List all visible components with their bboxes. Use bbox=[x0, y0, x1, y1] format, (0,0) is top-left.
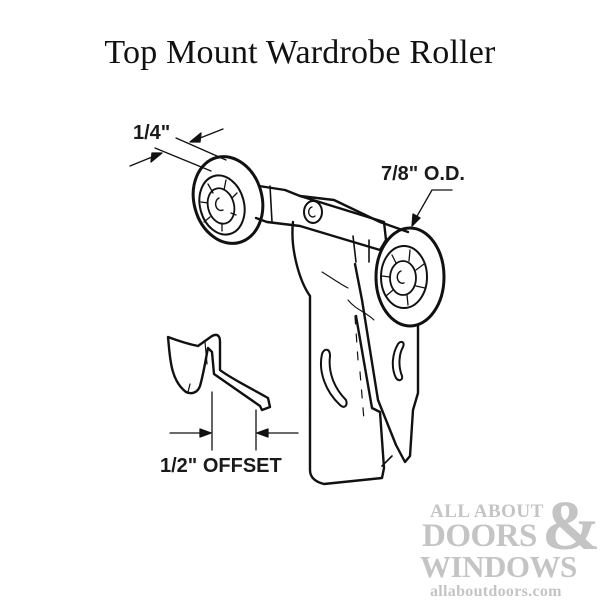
offset-callout: 1/2" OFFSET bbox=[160, 455, 282, 477]
width-dimension bbox=[129, 128, 227, 172]
watermark-url: allaboutdoors.com bbox=[430, 583, 562, 600]
right-wheel bbox=[374, 226, 446, 328]
left-wheel bbox=[191, 155, 265, 245]
outer-diameter-callout: 7/8" O.D. bbox=[381, 163, 465, 185]
width-callout: 1/4" bbox=[133, 122, 171, 144]
offset-bracket bbox=[166, 333, 272, 412]
bracket-arm bbox=[254, 184, 410, 263]
watermark-line1: ALL ABOUT bbox=[430, 501, 544, 522]
page-title: Top Mount Wardrobe Roller bbox=[104, 34, 496, 71]
offset-dimension bbox=[169, 391, 299, 451]
watermark-line2: DOORS bbox=[422, 518, 537, 554]
watermark-ampersand: & bbox=[542, 488, 600, 565]
watermark-line3: WINDOWS bbox=[420, 549, 577, 584]
mount-plate bbox=[291, 220, 420, 486]
od-leader bbox=[411, 189, 453, 227]
